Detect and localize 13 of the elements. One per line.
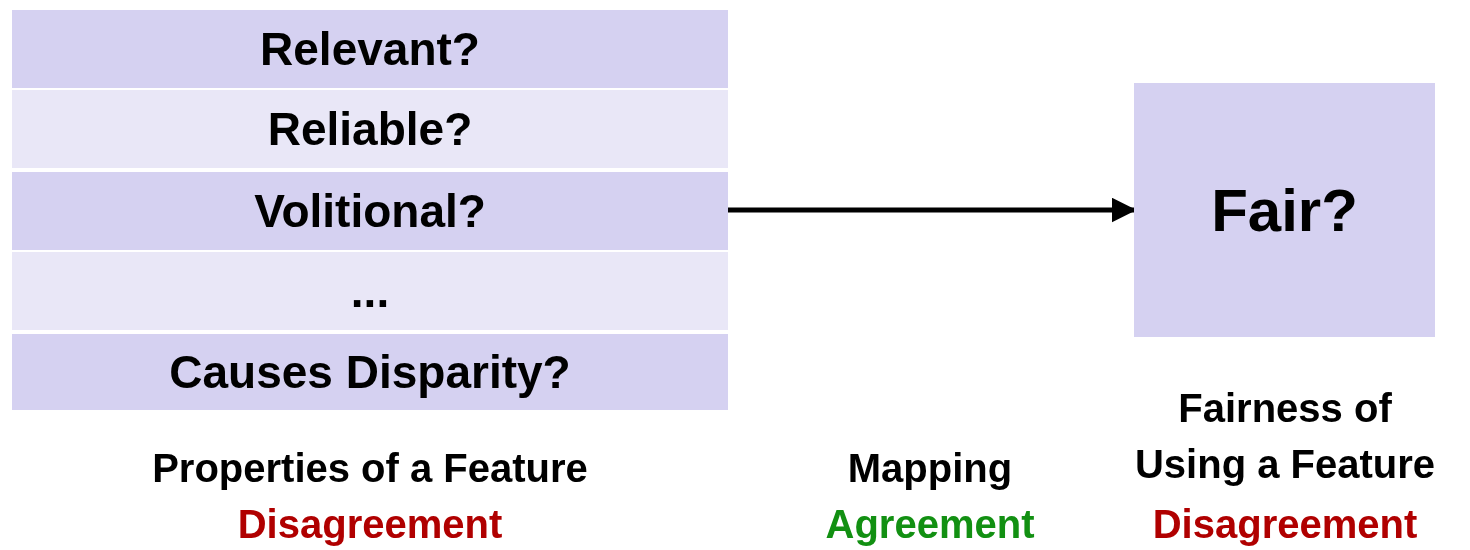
- property-band: Relevant?: [12, 10, 728, 88]
- node-label: Properties of a Feature: [151, 445, 589, 492]
- property-band: Reliable?: [12, 90, 728, 168]
- status-label: Disagreement: [1151, 501, 1419, 548]
- stacked-panel: [12, 10, 728, 410]
- status-label: Disagreement: [236, 501, 504, 548]
- property-band: Volitional?: [12, 172, 728, 250]
- process-box: Fair?: [1134, 83, 1435, 337]
- property-band: Causes Disparity?: [12, 334, 728, 410]
- property-band: ...: [12, 252, 728, 330]
- status-label: Agreement: [824, 501, 1036, 548]
- caption: Mapping: [846, 445, 1014, 492]
- node-label: Fairness of Using a Feature: [1133, 385, 1437, 488]
